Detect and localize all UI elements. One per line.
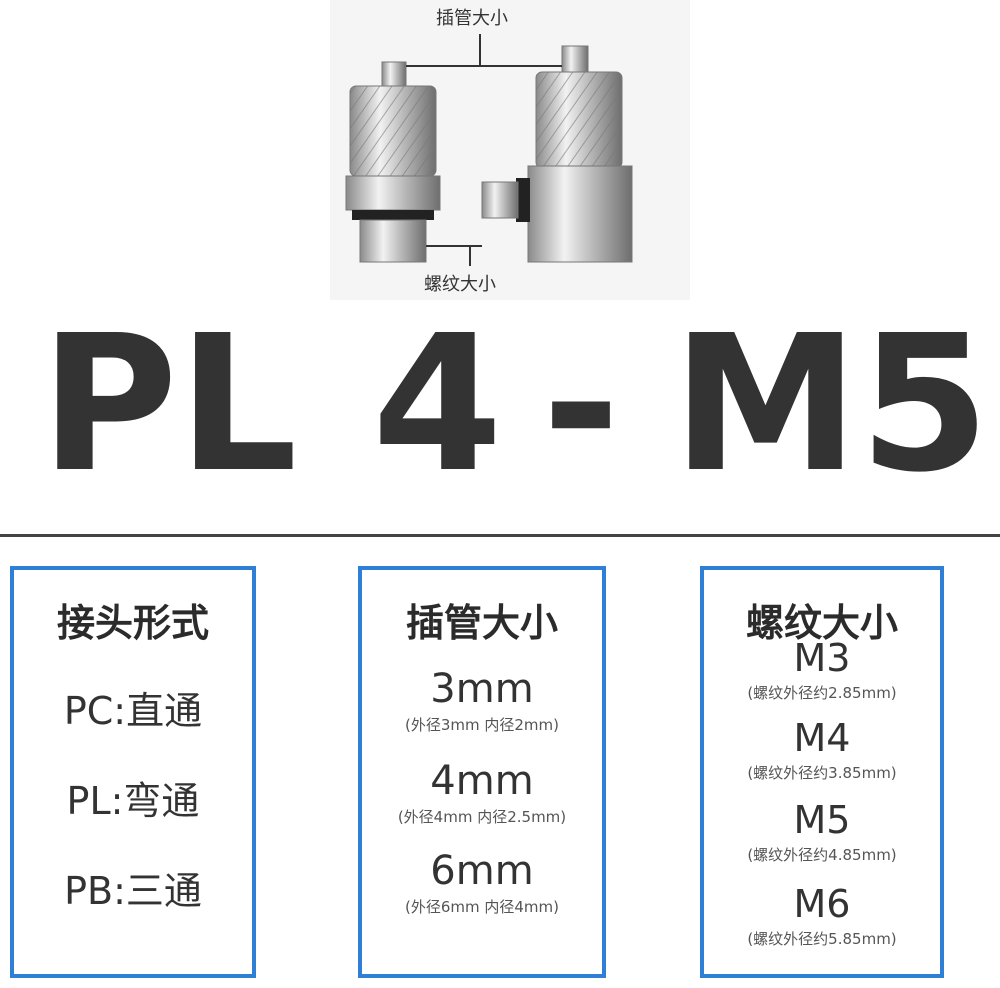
- model-number: PL 4 - M5: [0, 305, 1000, 505]
- straight-fitting: [345, 61, 441, 263]
- tube-size-3mm: 3mm: [430, 666, 534, 712]
- thread-size-m3: M3: [793, 636, 851, 680]
- card-title: 插管大小: [405, 601, 558, 645]
- model-type: PL: [40, 295, 298, 514]
- divider-line: [0, 534, 1000, 537]
- thread-size-m4: M4: [793, 716, 851, 760]
- card-title: 接头形式: [56, 601, 209, 645]
- type-item-pl: PL:弯通: [66, 779, 200, 823]
- thread-size-m5-note: (螺纹外径约4.85mm): [747, 846, 897, 864]
- tube-size-3mm-note: (外径3mm 内径2mm): [404, 716, 559, 734]
- thread-size-m6: M6: [793, 882, 851, 926]
- tube-size-6mm-note: (外径6mm 内径4mm): [404, 898, 559, 916]
- thread-size-card: 螺纹大小 M3 (螺纹外径约2.85mm) M4 (螺纹外径约3.85mm) M…: [700, 566, 944, 978]
- tube-size-6mm: 6mm: [430, 848, 534, 894]
- thread-size-callout: 螺纹大小: [424, 274, 496, 295]
- thread-size-m3-note: (螺纹外径约2.85mm): [747, 684, 897, 702]
- connector-type-card: 接头形式 PC:直通 PL:弯通 PB:三通: [10, 566, 256, 978]
- thread-size-m6-note: (螺纹外径约5.85mm): [747, 930, 897, 948]
- tube-size-callout: 插管大小: [436, 8, 508, 29]
- tube-size-card: 插管大小 3mm (外径3mm 内径2mm) 4mm (外径4mm 内径2.5m…: [358, 566, 606, 978]
- type-item-pb: PB:三通: [64, 869, 202, 913]
- model-thread: M5: [672, 295, 990, 514]
- model-dash: -: [542, 295, 621, 514]
- elbow-fitting: [481, 45, 633, 263]
- tube-size-4mm-note: (外径4mm 内径2.5mm): [397, 808, 567, 826]
- fittings-illustration: [345, 34, 633, 266]
- card-title: 螺纹大小: [745, 601, 898, 645]
- thread-size-m5: M5: [793, 798, 851, 842]
- model-tube: 4: [372, 295, 503, 514]
- tube-size-4mm: 4mm: [430, 758, 534, 804]
- product-photo: 插管大小 螺纹大小: [0, 0, 1000, 300]
- thread-size-m4-note: (螺纹外径约3.85mm): [747, 764, 897, 782]
- type-item-pc: PC:直通: [63, 689, 203, 733]
